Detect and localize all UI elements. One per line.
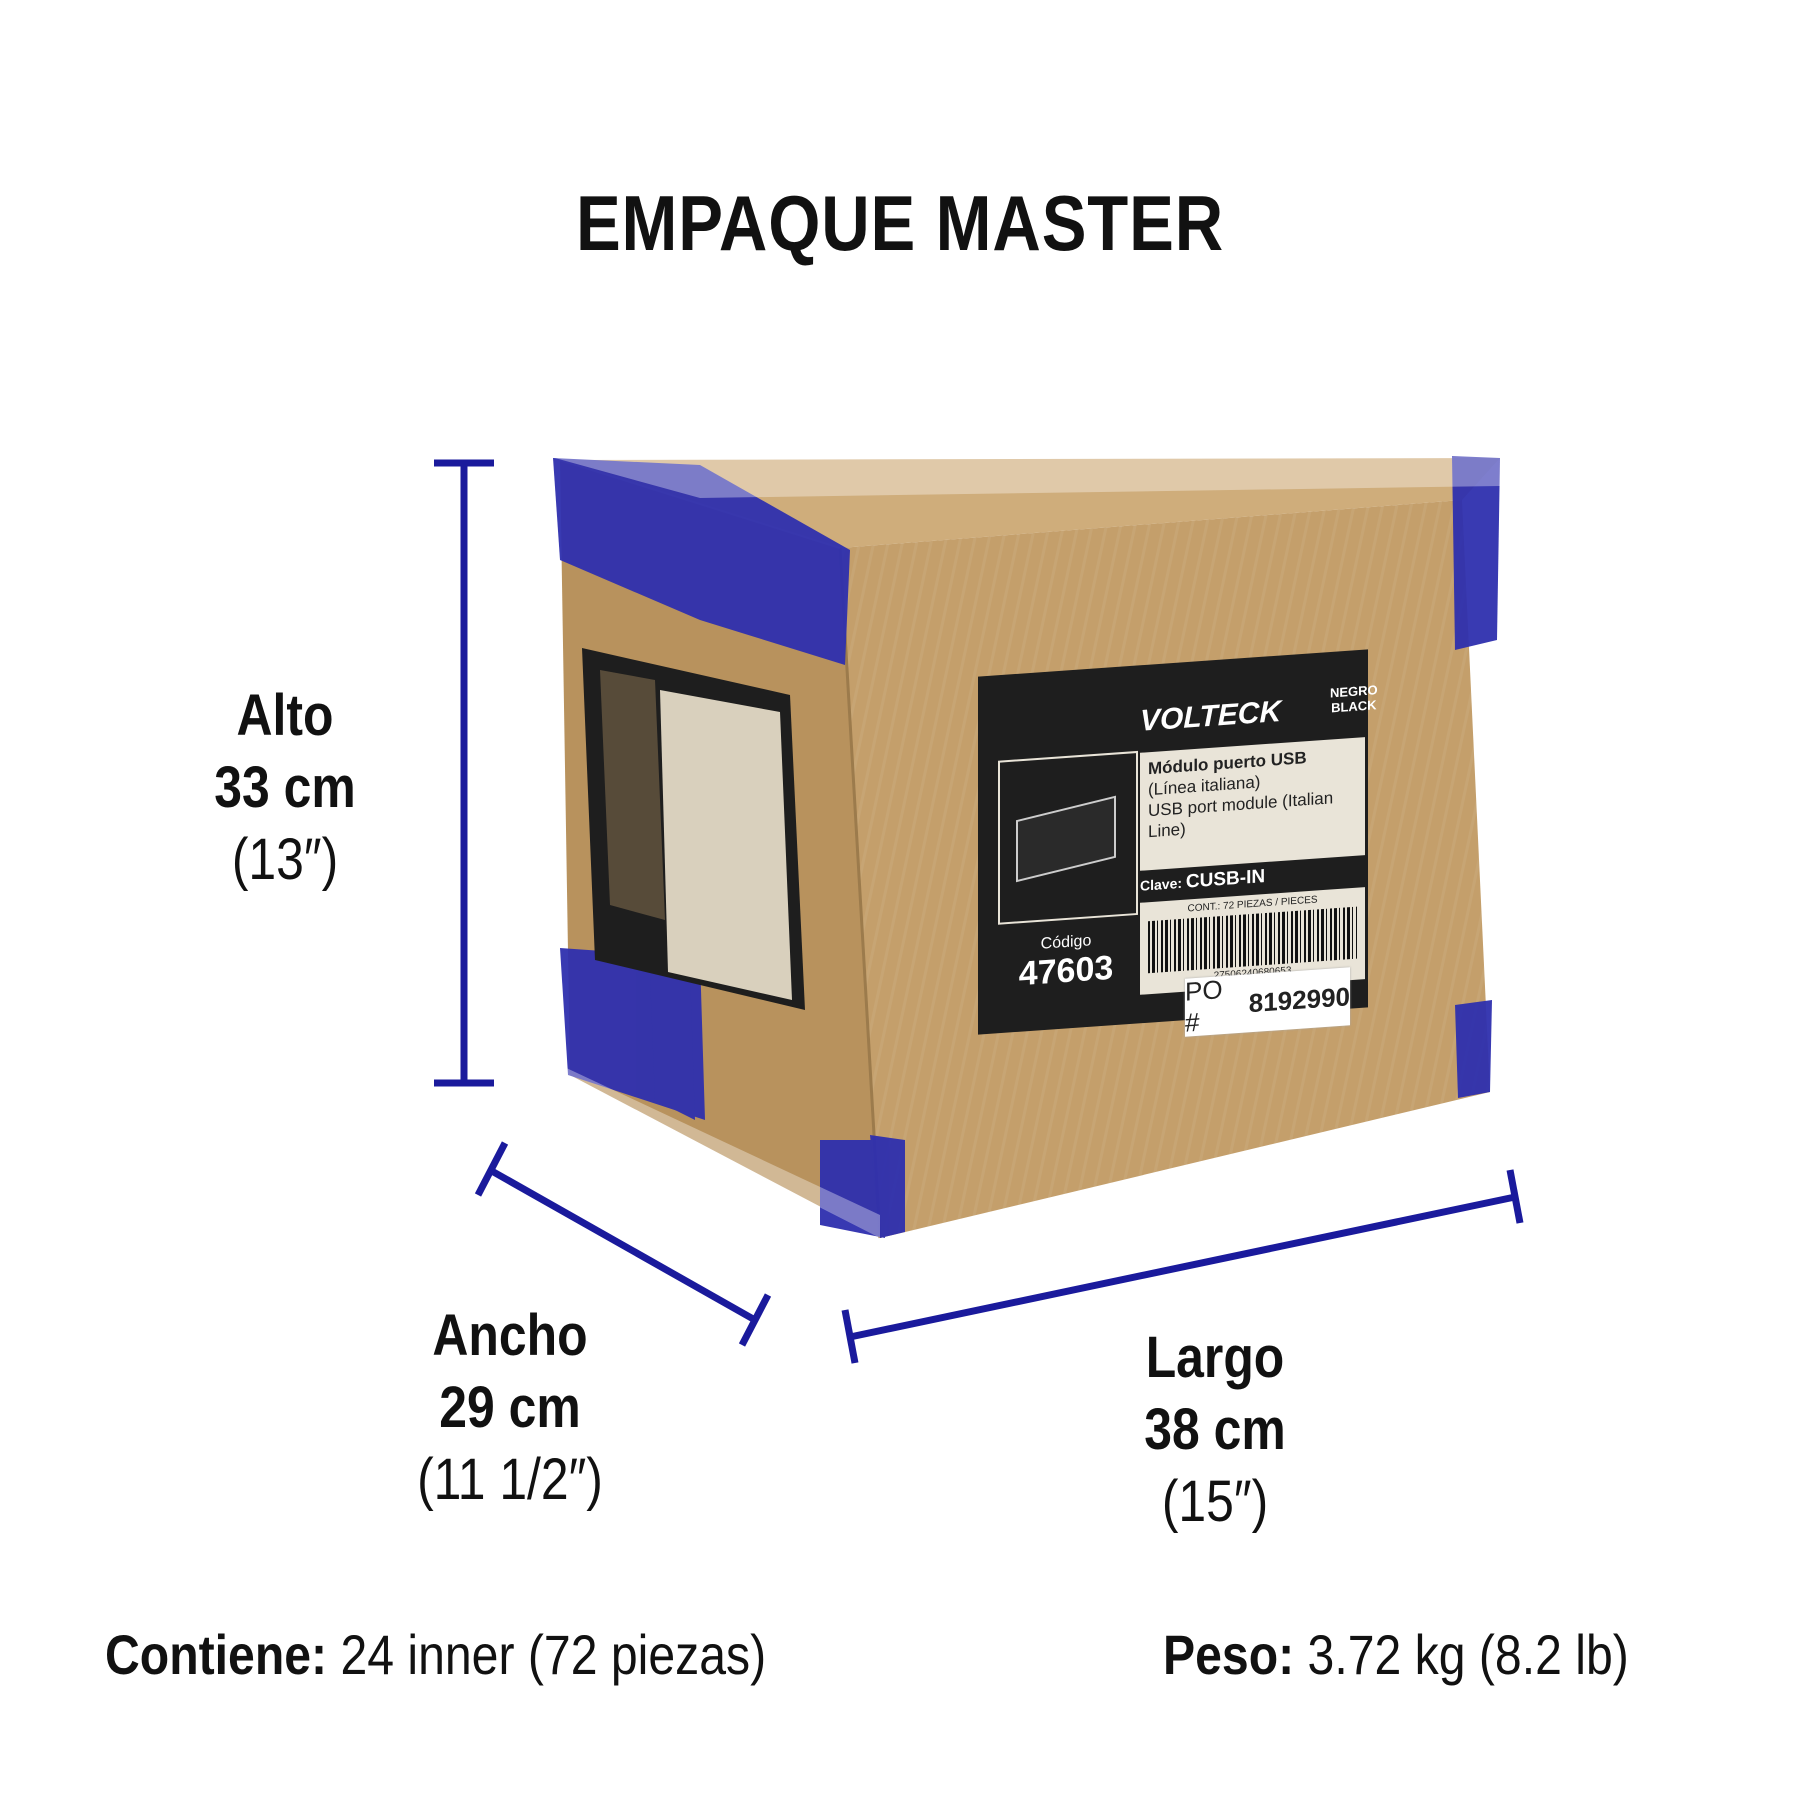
codigo-value: 47603 [1018,948,1114,994]
width-title: Ancho [432,1303,588,1368]
height-metric: 33 cm [214,755,356,820]
length-measure-line [841,1169,1524,1364]
clave-label: Clave: [1140,874,1183,894]
brand-logo: VOLTECK [1140,694,1282,738]
length-label: Largo 38 cm (15″) [1116,1322,1314,1538]
side-label [582,648,805,1010]
contents-label: Contiene: [105,1623,328,1686]
weight-label: Peso: [1163,1623,1295,1686]
weight-value: 3.72 kg (8.2 lb) [1307,1623,1629,1686]
width-measure-line [474,1141,772,1347]
po-label: PO # [1185,974,1223,1038]
weight-info: Peso: 3.72 kg (8.2 lb) [1163,1622,1629,1687]
packing-tape [553,456,1500,1238]
product-image-frame [998,750,1138,925]
page-title: EMPAQUE MASTER [575,179,1225,267]
contents-info: Contiene: 24 inner (72 piezas) [105,1622,766,1687]
width-label: Ancho 29 cm (11 1/2″) [403,1300,618,1516]
length-title: Largo [1145,1325,1285,1390]
height-measure-line [434,459,494,1087]
po-number: 8192990 [1248,980,1350,1018]
length-metric: 38 cm [1144,1397,1286,1462]
height-label: Alto 33 cm (13″) [195,680,376,896]
length-imperial: (15″) [1161,1469,1269,1534]
clave-value: CUSB-IN [1185,866,1266,893]
usb-module-icon [1016,795,1116,883]
width-imperial: (11 1/2″) [417,1447,603,1512]
po-sticker: PO # 8192990 [1185,967,1350,1038]
width-metric: 29 cm [439,1375,581,1440]
height-title: Alto [236,683,334,748]
height-imperial: (13″) [231,827,339,892]
contents-value: 24 inner (72 piezas) [340,1623,767,1686]
